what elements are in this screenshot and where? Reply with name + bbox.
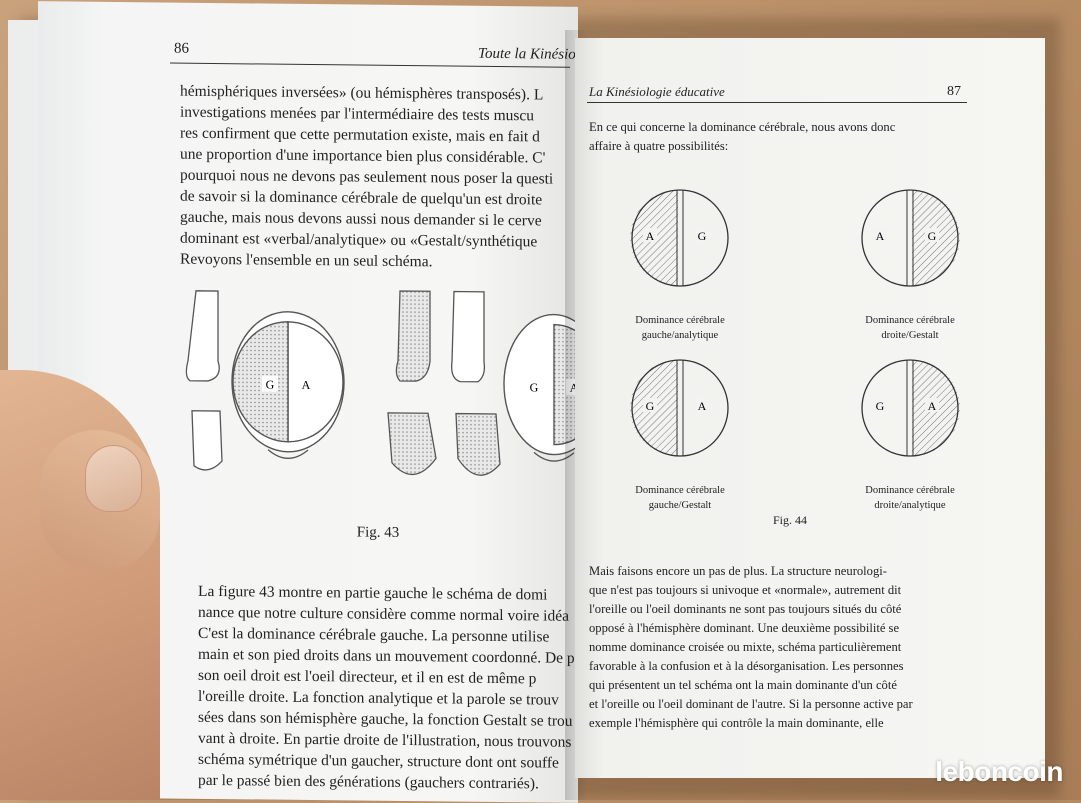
- diagram-caption: Dominance cérébrale gauche/Gestalt: [605, 483, 755, 513]
- text-line: par le passé bien des générations (gauch…: [198, 771, 539, 793]
- hemisphere-letter: A: [698, 399, 707, 413]
- right-intro-text: En ce qui concerne la dominance cérébral…: [589, 118, 969, 156]
- left-running-head: Toute la Kinésio: [478, 45, 576, 63]
- figure-43: G A G A: [178, 281, 605, 505]
- caption-line: Dominance cérébrale: [865, 485, 955, 496]
- hemisphere-letter: G: [876, 399, 885, 413]
- caption-line: Dominance cérébrale: [635, 485, 725, 496]
- diagram-caption: Dominance cérébrale droite/Gestalt: [835, 313, 985, 343]
- hemisphere-letter: A: [928, 399, 937, 413]
- text-line: que n'est pas toujours si univoque et «n…: [589, 583, 902, 597]
- header-rule: [170, 62, 570, 68]
- right-running-head: La Kinésiologie éducative: [589, 84, 725, 99]
- fig43-right-g: G: [530, 380, 539, 394]
- text-line: Revoyons l'ensemble en un seul schéma.: [180, 250, 433, 271]
- text-line: exemple l'hémisphère qui contrôle la mai…: [589, 716, 884, 730]
- header-rule: [587, 102, 967, 103]
- watermark-logo: leboncoin: [935, 756, 1063, 787]
- diagram-caption: Dominance cérébrale gauche/analytique: [605, 313, 755, 343]
- figure-43-caption: Fig. 43: [356, 524, 400, 541]
- text-line: opposé à l'hémisphère dominant. Une deux…: [589, 621, 900, 635]
- caption-line: droite/Gestalt: [881, 330, 939, 341]
- caption-line: gauche/analytique: [641, 330, 719, 341]
- fig43-left-g: G: [266, 378, 275, 392]
- hemisphere-letter: G: [646, 399, 655, 413]
- diagram-caption: Dominance cérébrale droite/analytique: [835, 483, 985, 513]
- hemisphere-letter: A: [646, 229, 655, 243]
- hemisphere-letter: G: [698, 229, 707, 243]
- text-line: et l'oreille ou l'oeil dominant de l'aut…: [589, 697, 913, 711]
- caption-line: Dominance cérébrale: [635, 315, 725, 326]
- text-line: Mais faisons encore un pas de plus. La s…: [589, 564, 887, 578]
- caption-line: gauche/Gestalt: [648, 500, 712, 511]
- caption-line: Dominance cérébrale: [865, 315, 955, 326]
- thumbnail: [85, 445, 142, 512]
- text-line: favorable à la confusion et à la désorga…: [589, 659, 904, 673]
- right-page-number: 87: [947, 84, 961, 99]
- right-page: La Kinésiologie éducative 87 En ce qui c…: [575, 38, 1045, 778]
- text-line: En ce qui concerne la dominance cérébral…: [589, 120, 896, 134]
- figure-43-illustration: G A G A: [185, 290, 605, 476]
- right-closing-text: Mais faisons encore un pas de plus. La s…: [589, 562, 969, 733]
- caption-line: droite/analytique: [874, 500, 946, 511]
- fig43-left-a: A: [302, 378, 311, 392]
- figure-44-caption: Fig. 44: [772, 513, 807, 527]
- left-page-number: 86: [174, 40, 189, 57]
- text-line: nomme dominance croisée ou mixte, schéma…: [589, 640, 902, 654]
- hemisphere-letter: G: [928, 229, 937, 243]
- hemisphere-letter: A: [876, 229, 885, 243]
- text-line: l'oreille ou l'oeil dominants ne sont pa…: [589, 602, 902, 616]
- left-intro-text: hémisphériques inversées» (ou hémisphère…: [180, 81, 572, 274]
- fig43-right-a: A: [570, 381, 578, 395]
- left-closing-text: La figure 43 montre en partie gauche le …: [198, 581, 578, 795]
- text-line: qui présentent un tel schéma ont la main…: [589, 678, 897, 692]
- text-line: affaire à quatre possibilités:: [589, 139, 729, 153]
